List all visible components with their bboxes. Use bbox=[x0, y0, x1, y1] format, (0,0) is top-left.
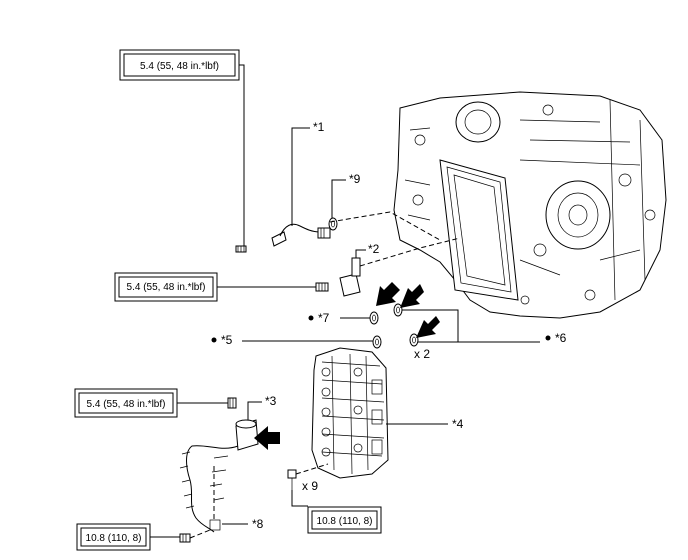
arrow-gasket-6a bbox=[400, 284, 424, 308]
callout-7: *7 bbox=[318, 311, 330, 325]
arrow-gasket-7 bbox=[376, 282, 400, 306]
callout-6: *6 bbox=[555, 331, 567, 345]
callout-1: *1 bbox=[313, 120, 325, 134]
o-ring-part-9 bbox=[328, 217, 338, 231]
torque-spec-box-3: 5.4 (55, 48 in.*lbf) bbox=[74, 388, 178, 418]
torque-spec-1-text: 5.4 (55, 48 in.*lbf) bbox=[140, 61, 219, 72]
torque-spec-3-text: 5.4 (55, 48 in.*lbf) bbox=[87, 399, 166, 410]
torque-spec-4-text: 10.8 (110, 8) bbox=[86, 533, 142, 544]
torque-spec-box-4: 10.8 (110, 8) bbox=[76, 523, 151, 551]
callout-2: *2 bbox=[368, 242, 380, 256]
callout-9: *9 bbox=[349, 172, 361, 186]
torque-spec-5-text: 10.8 (110, 8) bbox=[317, 516, 373, 527]
quantity-gaskets: x 2 bbox=[414, 347, 430, 361]
transaxle-case-illustration bbox=[393, 91, 667, 319]
solenoid-part-3 bbox=[227, 397, 259, 451]
torque-spec-box-5: 10.8 (110, 8) bbox=[307, 506, 382, 534]
sensor-wire-part-1 bbox=[235, 223, 331, 253]
torque-spec-2-text: 5.4 (55, 48 in.*lbf) bbox=[127, 282, 206, 293]
gasket-part-6a bbox=[393, 303, 403, 317]
valve-body-bolt bbox=[287, 469, 297, 490]
wire-harness-part-8 bbox=[179, 445, 239, 533]
valve-body-part-4 bbox=[311, 347, 389, 479]
callout-8: *8 bbox=[252, 517, 264, 531]
bullet-5 bbox=[211, 337, 217, 343]
arrow-gasket-6b bbox=[416, 316, 440, 338]
gasket-part-7 bbox=[369, 311, 379, 325]
torque-spec-box-1: 5.4 (55, 48 in.*lbf) bbox=[119, 49, 240, 81]
callout-3: *3 bbox=[265, 394, 277, 408]
speed-sensor-part-2 bbox=[315, 257, 361, 297]
torque-spec-box-2: 5.4 (55, 48 in.*lbf) bbox=[114, 272, 218, 302]
harness-bracket-bolt bbox=[179, 533, 191, 543]
callout-4: *4 bbox=[452, 417, 464, 431]
bullet-6 bbox=[545, 335, 551, 341]
callout-5: *5 bbox=[221, 333, 233, 347]
quantity-bolts: x 9 bbox=[302, 479, 318, 493]
gasket-part-6b bbox=[409, 333, 419, 347]
arrow-solenoid bbox=[254, 426, 280, 450]
bullet-7 bbox=[308, 315, 314, 321]
gasket-part-5 bbox=[372, 335, 382, 349]
